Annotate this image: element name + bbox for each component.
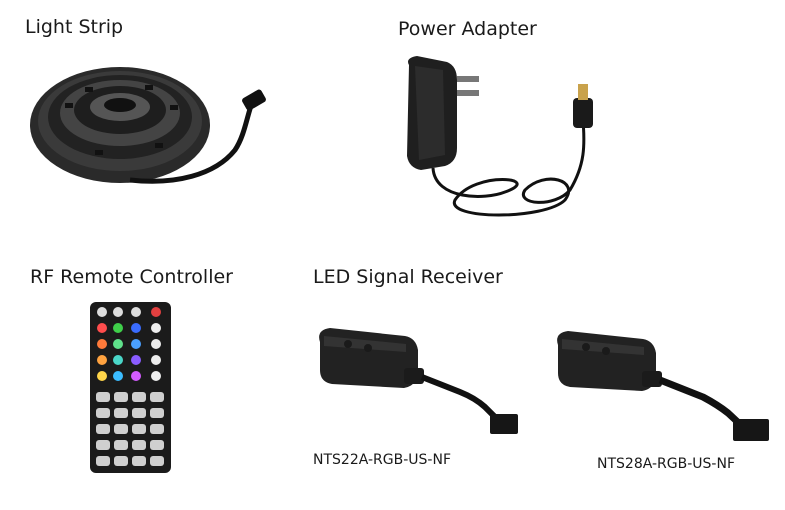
power-adapter-image	[407, 56, 593, 217]
light-strip-image	[30, 67, 266, 184]
power-adapter-label: Power Adapter	[398, 18, 537, 40]
signal-receiver-2-image	[557, 331, 769, 441]
receiver-model-2: NTS28A-RGB-US-NF	[597, 456, 735, 472]
receiver-model-1: NTS22A-RGB-US-NF	[313, 452, 451, 468]
remote-controller-image	[90, 302, 171, 473]
signal-receiver-label: LED Signal Receiver	[313, 266, 503, 288]
light-strip-label: Light Strip	[25, 16, 124, 38]
remote-controller-label: RF Remote Controller	[30, 266, 233, 288]
signal-receiver-1-image	[319, 328, 518, 434]
